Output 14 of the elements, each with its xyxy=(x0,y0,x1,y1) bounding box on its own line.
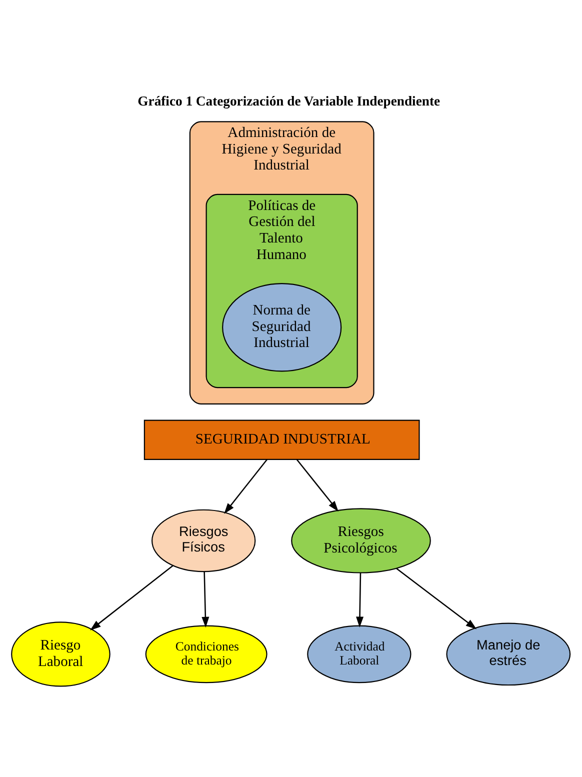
node-ellipse: Norma de Seguridad Industrial xyxy=(222,282,342,372)
node-box: SEGURIDAD INDUSTRIAL xyxy=(144,419,420,460)
node-ellipse: Riesgos Físicos xyxy=(152,508,256,572)
arrow xyxy=(396,568,477,629)
node-ellipse: Manejo de estrés xyxy=(446,622,571,686)
node-ellipse: Actividad Laboral xyxy=(307,624,412,683)
arrow xyxy=(296,458,338,512)
arrow xyxy=(356,572,364,627)
node-ellipse: Condiciones de trabajo xyxy=(145,624,268,683)
diagram-title: Gráfico 1 Categorización de Variable Independiente xyxy=(138,92,440,108)
arrow xyxy=(202,571,210,628)
arrow xyxy=(224,458,268,514)
arrow xyxy=(90,564,174,630)
node-ellipse: Riesgos Psicológicos xyxy=(291,508,431,573)
